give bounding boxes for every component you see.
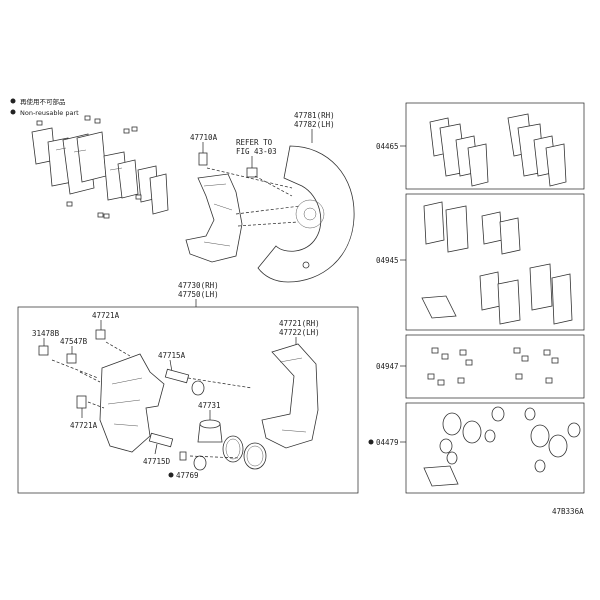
cylinder-body xyxy=(99,353,165,453)
kit-04479-label: 04479 xyxy=(376,438,399,447)
figure-code: 47B336A xyxy=(552,507,584,516)
kit-04947-box xyxy=(405,334,585,399)
bushing-47769 xyxy=(179,451,187,461)
label-31478B: 31478B xyxy=(32,329,60,338)
label-47721A-bot: 47721A xyxy=(70,421,98,430)
kit-04947-label: 04947 xyxy=(376,362,399,371)
caliper-mounting-bracket xyxy=(261,343,319,449)
disc-dust-cover xyxy=(257,145,355,283)
label-47769: 47769 xyxy=(176,471,199,480)
non-reusable-bullet-icon-2 xyxy=(10,109,16,115)
seal-ring-1 xyxy=(222,435,244,463)
seal-ring-2 xyxy=(243,442,267,470)
label-47715A: 47715A xyxy=(158,351,186,360)
boot-47715D xyxy=(193,455,207,471)
non-reusable-04479-icon xyxy=(368,439,374,445)
label-47722: 47722(LH) xyxy=(279,328,320,337)
boot-47715A xyxy=(191,380,205,396)
plug-31478B xyxy=(38,345,49,356)
kit-04465-label: 04465 xyxy=(376,142,399,151)
kit-04945-shims xyxy=(421,201,573,325)
slide-pin-47715D xyxy=(148,432,174,448)
bleeder-plug xyxy=(95,329,106,340)
kit-04947-clips xyxy=(427,347,559,386)
label-47710A: 47710A xyxy=(190,133,218,142)
cap-47547B xyxy=(66,353,77,364)
label-47715D: 47715D xyxy=(143,457,171,466)
caliper-assembly-box xyxy=(17,306,359,494)
bolt-refer xyxy=(246,167,258,178)
label-47547B: 47547B xyxy=(60,337,88,346)
label-47730: 47730(RH) xyxy=(178,281,219,290)
kit-04479-box xyxy=(405,402,585,494)
label-47721: 47721(RH) xyxy=(279,319,320,328)
label-refer1: REFER TO xyxy=(236,138,273,147)
label-refer2: FIG 43-03 xyxy=(236,147,277,156)
pad-set-illustration xyxy=(31,115,169,219)
label-47731: 47731 xyxy=(198,401,221,410)
slide-pin-47715A xyxy=(164,368,190,384)
kit-04945-box xyxy=(405,193,585,331)
bolt-47710A xyxy=(198,152,208,166)
bleeder-screw xyxy=(76,395,87,409)
label-47781: 47781(RH) xyxy=(294,111,335,120)
kit-04465-box xyxy=(405,102,585,190)
non-reusable-bullet-icon xyxy=(10,98,16,104)
torque-member xyxy=(185,173,243,263)
non-reusable-47769-icon xyxy=(168,472,174,478)
kit-04479-seals xyxy=(423,406,581,487)
label-47750: 47750(LH) xyxy=(178,290,219,299)
kit-04945-label: 04945 xyxy=(376,256,399,265)
label-47782: 47782(LH) xyxy=(294,120,335,129)
legend-en: Non-reusable part xyxy=(20,109,79,117)
label-47721A-top: 47721A xyxy=(92,311,120,320)
legend-jp: 再使用不可部品 xyxy=(20,97,66,106)
kit-04465-pads xyxy=(429,113,567,187)
